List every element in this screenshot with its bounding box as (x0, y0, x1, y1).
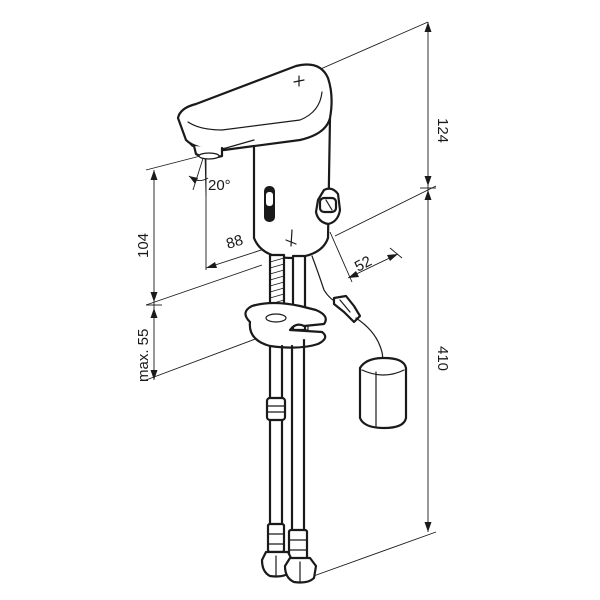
dim-88-label: 88 (224, 232, 245, 253)
supply-hoses (260, 338, 318, 584)
mounting-plate (244, 301, 327, 349)
dim-104-label: 104 (135, 233, 152, 258)
dim-52-label: 52 (352, 253, 375, 276)
cable-and-battery (311, 255, 408, 430)
dim-max55-label: max. 55 (135, 329, 152, 382)
dim-410-label: 410 (434, 346, 451, 371)
dim-124-label: 124 (434, 118, 451, 143)
angle-20-label: 20° (208, 177, 231, 194)
temperature-lever (314, 187, 342, 226)
dimension-lines (145, 21, 437, 579)
faucet-body (176, 63, 342, 260)
